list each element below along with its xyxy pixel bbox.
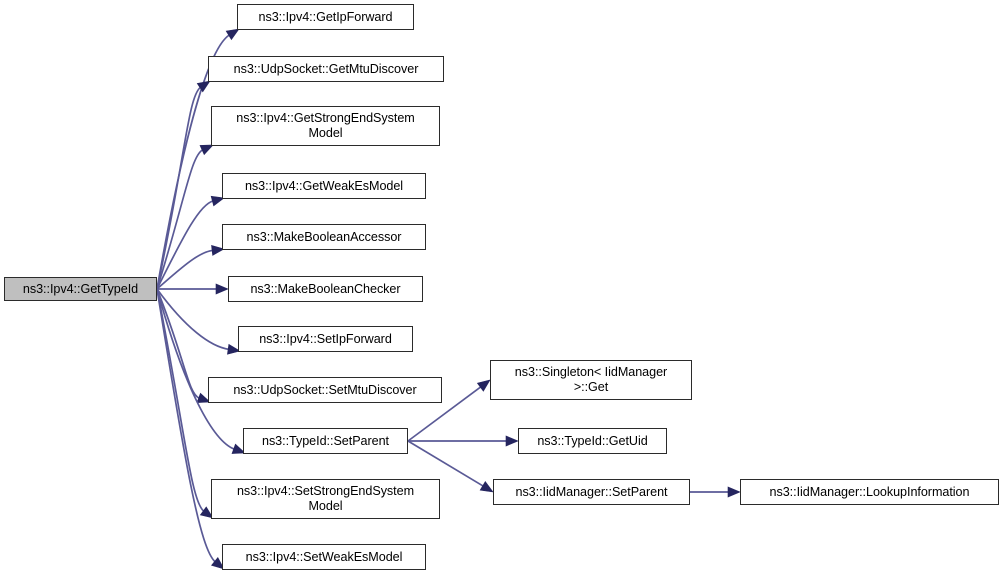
graph-node-label: ns3::UdpSocket::GetMtuDiscover [233,61,419,76]
graph-edge-n0-to-n11 [156,288,225,570]
graph-node-n6[interactable]: ns3::MakeBooleanChecker [228,276,423,302]
graph-edge-n0-to-n6 [157,283,229,295]
graph-node-n9[interactable]: ns3::TypeId::SetParent [243,428,408,454]
graph-node-label: ns3::UdpSocket::SetMtuDiscover [233,382,417,397]
graph-node-label: ns3::Ipv4::SetWeakEsModel [245,549,403,564]
graph-edge-n9-to-n13 [408,435,519,447]
graph-edge-n0-to-n8 [156,288,211,403]
graph-node-n8[interactable]: ns3::UdpSocket::SetMtuDiscover [208,377,442,403]
graph-node-label: ns3::IidManager::SetParent [515,484,668,499]
graph-node-n12[interactable]: ns3::Singleton< IidManager >::Get [490,360,692,400]
graph-node-n3[interactable]: ns3::Ipv4::GetStrongEndSystem Model [211,106,440,146]
graph-node-label: ns3::IidManager::LookupInformation [769,484,970,499]
graph-node-label: ns3::Ipv4::SetIpForward [259,331,392,346]
graph-node-n2[interactable]: ns3::UdpSocket::GetMtuDiscover [208,56,444,82]
graph-node-n15[interactable]: ns3::IidManager::LookupInformation [740,479,999,505]
graph-node-label: ns3::Ipv4::SetStrongEndSystem Model [236,484,415,513]
graph-edge-n0-to-n9 [156,288,246,454]
graph-node-label: ns3::Ipv4::GetTypeId [22,281,139,296]
graph-node-n7[interactable]: ns3::Ipv4::SetIpForward [238,326,413,352]
graph-edge-n0-to-n2 [156,80,211,290]
graph-node-n5[interactable]: ns3::MakeBooleanAccessor [222,224,426,250]
graph-node-n0[interactable]: ns3::Ipv4::GetTypeId [4,277,157,301]
graph-node-n4[interactable]: ns3::Ipv4::GetWeakEsModel [222,173,426,199]
graph-node-n1[interactable]: ns3::Ipv4::GetIpForward [237,4,414,30]
graph-edge-n14-to-n15 [690,486,741,498]
graph-node-label: ns3::Ipv4::GetIpForward [258,9,393,24]
graph-edge-n0-to-n4 [156,195,225,290]
graph-node-n14[interactable]: ns3::IidManager::SetParent [493,479,690,505]
graph-edge-n0-to-n3 [156,144,214,290]
graph-node-label: ns3::Ipv4::GetWeakEsModel [244,178,404,193]
graph-node-label: ns3::TypeId::GetUid [537,433,648,448]
graph-node-n13[interactable]: ns3::TypeId::GetUid [518,428,667,454]
graph-node-n10[interactable]: ns3::Ipv4::SetStrongEndSystem Model [211,479,440,519]
graph-node-label: ns3::MakeBooleanAccessor [246,229,402,244]
graph-edge-n0-to-n5 [156,245,225,290]
graph-edge-n0-to-n10 [156,288,214,519]
graph-node-label: ns3::TypeId::SetParent [261,433,389,448]
graph-node-n11[interactable]: ns3::Ipv4::SetWeakEsModel [222,544,426,570]
graph-node-label: ns3::Singleton< IidManager >::Get [514,365,668,394]
graph-node-label: ns3::Ipv4::GetStrongEndSystem Model [236,111,415,140]
graph-node-label: ns3::MakeBooleanChecker [250,281,401,296]
